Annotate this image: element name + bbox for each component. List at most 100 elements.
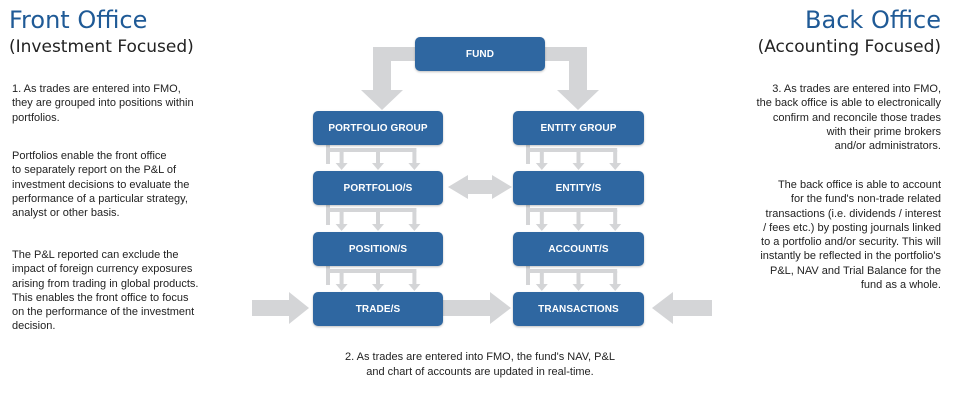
text-line: transactions (i.e. dividends / interest	[765, 207, 941, 220]
trades-box: TRADE/S	[313, 292, 443, 326]
connector-arrowhead	[335, 284, 348, 291]
back-office-subtitle: (Accounting Focused)	[757, 37, 941, 57]
connector-stem	[326, 266, 330, 285]
arrow-into-transactions	[652, 292, 712, 324]
connector-stem	[326, 145, 330, 164]
text-line: P&L, NAV and Trial Balance for the	[770, 264, 941, 277]
front-office-paragraph-1: 1. As trades are entered into FMO, they …	[12, 82, 194, 125]
text-line: performance of a particular strategy,	[12, 192, 188, 205]
connector-drop	[376, 210, 380, 225]
text-line: with their prime brokers	[826, 125, 941, 138]
text-line: investment decisions to evaluate the	[12, 178, 190, 191]
connector-drop	[376, 271, 380, 285]
connector-drop	[613, 271, 618, 285]
text-line: / fees etc.) by posting journals linked	[763, 221, 941, 234]
connector-arrowhead	[408, 284, 421, 291]
connector-arrowhead	[609, 224, 622, 231]
connector-arrowhead	[535, 284, 548, 291]
connector-drop	[539, 210, 544, 225]
connector-arrowhead	[372, 224, 384, 231]
front-office-paragraph-2: Portfolios enable the front office to se…	[12, 149, 189, 220]
connector-bar	[326, 208, 417, 212]
text-line: 3. As trades are entered into FMO,	[772, 83, 941, 95]
connector-stem	[526, 205, 530, 225]
text-line: instantly be reflected in the portfolio'…	[760, 250, 941, 263]
text-line: This enables the front office to focus	[12, 291, 189, 304]
connector-stem	[526, 266, 530, 285]
connector-drop	[613, 150, 618, 164]
arrow-fund-to-portfolio-group	[361, 47, 416, 110]
footnote-line: and chart of accounts are updated in rea…	[366, 366, 594, 378]
connector-arrowhead	[372, 284, 384, 291]
text-line: confirm and reconcile those trades	[772, 111, 941, 124]
text-line: The P&L reported can exclude the	[12, 249, 179, 261]
footnote: 2. As trades are entered into FMO, the f…	[270, 350, 690, 380]
connector-bar	[326, 148, 417, 152]
back-office-paragraph-2: The back office is able to account for t…	[760, 178, 941, 292]
text-line: The back office is able to account	[777, 179, 941, 191]
back-office-paragraph-1: 3. As trades are entered into FMO, the b…	[757, 82, 941, 153]
connector-drop	[539, 271, 544, 285]
positions-box: POSITION/S	[313, 232, 443, 266]
fund-box: FUND	[415, 37, 545, 71]
connector-bar	[326, 269, 417, 273]
connector-arrowhead	[372, 163, 384, 170]
connector-bar	[526, 148, 618, 152]
text-line: the back office is able to electronicall…	[756, 97, 941, 110]
connector-arrowhead	[609, 284, 622, 291]
connector-drop	[576, 150, 581, 164]
connector-stem	[326, 205, 330, 225]
connector-arrowhead	[335, 224, 348, 231]
text-line: impact of foreign currency exposures	[12, 263, 193, 276]
connector-arrowhead	[572, 163, 585, 170]
connector-arrowhead	[408, 224, 421, 231]
front-office-paragraph-3: The P&L reported can exclude the impact …	[12, 248, 198, 334]
text-line: they are grouped into positions within	[12, 97, 194, 110]
connector-bar	[526, 269, 618, 273]
text-line: Portfolios enable the front office	[12, 150, 167, 162]
front-office-subtitle: (Investment Focused)	[9, 37, 194, 57]
text-line: decision.	[12, 320, 56, 333]
connector-drop	[339, 150, 344, 164]
connector-arrowhead	[535, 224, 548, 231]
portfolio-group-box: PORTFOLIO GROUP	[313, 111, 443, 145]
connector-bar	[526, 208, 618, 212]
back-office-title: Back Office	[805, 6, 941, 34]
connector-drop	[376, 150, 380, 164]
text-line: to separately report on the P&L of	[12, 164, 177, 177]
connector-arrowhead	[572, 224, 585, 231]
connector-drop	[412, 271, 417, 285]
text-line: and/or administrators.	[834, 140, 941, 153]
text-line: 1. As trades are entered into FMO,	[12, 83, 181, 95]
connector-stem	[526, 145, 530, 164]
connector-arrowhead	[535, 163, 548, 170]
entity-group-box: ENTITY GROUP	[513, 111, 644, 145]
text-line: analyst or other basis.	[12, 207, 120, 220]
arrow-fund-to-entity-group	[544, 47, 599, 110]
connector-drop	[412, 150, 417, 164]
text-line: to a portfolio and/or security. This wil…	[761, 236, 941, 249]
connector-arrowhead	[609, 163, 622, 170]
front-office-title: Front Office	[9, 6, 148, 34]
connector-arrowhead	[572, 284, 585, 291]
entities-box: ENTITY/S	[513, 171, 644, 205]
connector-drop	[339, 210, 344, 225]
connector-drop	[412, 210, 417, 225]
connector-drop	[576, 210, 581, 225]
text-line: on the performance of the investment	[12, 306, 195, 319]
connector-drop	[576, 271, 581, 285]
connector-drop	[339, 271, 344, 285]
portfolios-box: PORTFOLIO/S	[313, 171, 443, 205]
connector-arrowhead	[408, 163, 421, 170]
arrow-into-trades	[252, 292, 309, 324]
text-line: fund as a whole.	[860, 279, 941, 292]
footnote-line: 2. As trades are entered into FMO, the f…	[345, 351, 615, 363]
connector-drop	[613, 210, 618, 225]
text-line: portfolios.	[12, 111, 60, 124]
accounts-box: ACCOUNT/S	[513, 232, 644, 266]
arrow-portfolios-entities	[448, 175, 512, 199]
text-line: arising from trading in global products.	[12, 277, 199, 290]
text-line: for the fund's non-trade related	[790, 193, 941, 206]
transactions-box: TRANSACTIONS	[513, 292, 644, 326]
connector-arrowhead	[335, 163, 348, 170]
